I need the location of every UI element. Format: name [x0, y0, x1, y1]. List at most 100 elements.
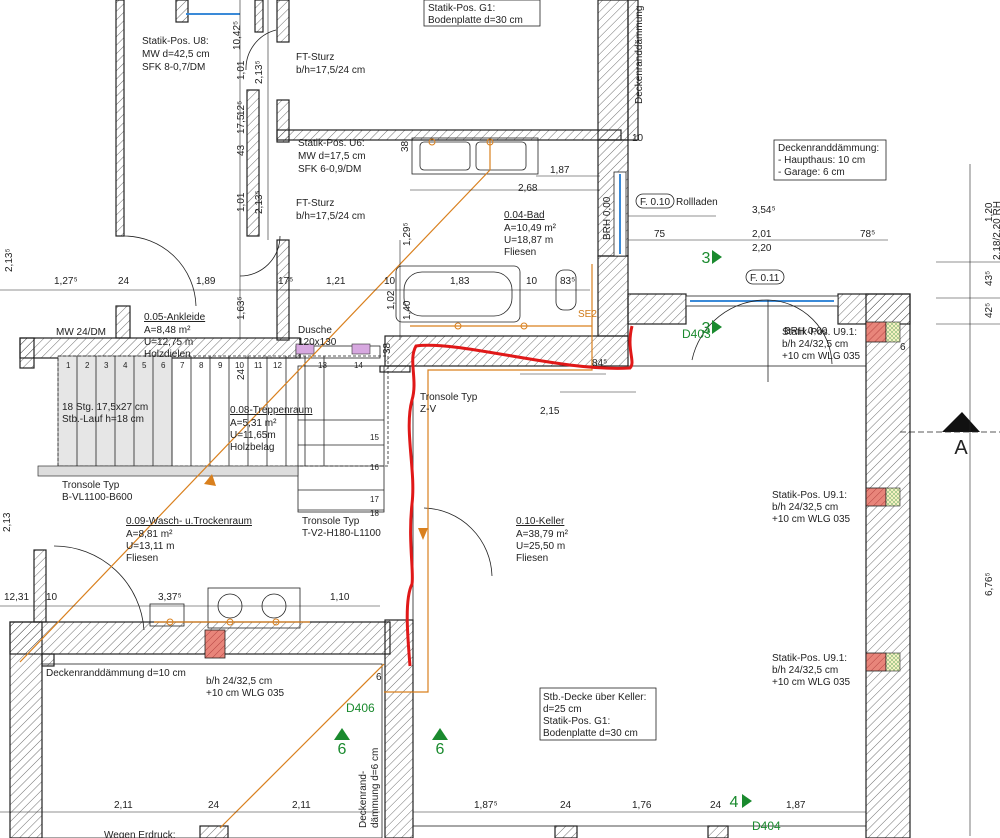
dim-75: 75 — [654, 229, 666, 240]
dim-354: 3,54⁵ — [752, 205, 776, 216]
wall-u6-col — [276, 0, 290, 43]
statik-u91-a1: Statik-Pos. U9.1: — [782, 327, 857, 338]
keller-outline — [412, 365, 867, 827]
statik-u8-line3: SFK 8-0,7/DM — [142, 62, 205, 73]
ft-sturz-2a: FT-Sturz — [296, 198, 334, 209]
dim-43: 43 — [236, 144, 247, 156]
statik-u91-a2: b/h 24/32,5 cm — [782, 339, 848, 350]
section-6a: 6 — [338, 741, 347, 758]
f010-tag — [635, 193, 675, 209]
dim-175: 17,5 — [236, 114, 247, 134]
step-6: 6 — [161, 361, 166, 370]
wall-u8 — [246, 89, 260, 237]
room-wasch-perim: U=13,11 m — [126, 541, 174, 552]
step-12: 12 — [273, 361, 282, 370]
dim-38b: 38 — [382, 342, 393, 354]
room-ankleide-name: 0.05-Ankleide — [144, 312, 206, 323]
dim-10c: 10 — [526, 276, 538, 287]
staircase — [37, 343, 389, 513]
dim-24e: 24 — [710, 800, 722, 811]
wall-keller-top-l — [627, 293, 687, 325]
door-swing-top — [245, 29, 277, 71]
room-treppen-name: 0.08-Treppenraum — [230, 405, 312, 416]
step-2: 2 — [85, 361, 90, 370]
dim-187c: 1,87 — [786, 800, 806, 811]
section-3b: 3 — [702, 320, 711, 337]
statik-u8-line1: Statik-Pos. U8: — [142, 36, 209, 47]
dimension-texts: 10,42⁵ 1,01 2,13⁵ 17,5 12⁵ 43 38 1,01 2,… — [2, 21, 1000, 811]
stair-numbers: 1 2 3 4 5 6 7 8 9 10 11 12 13 14 15 16 1… — [66, 361, 379, 518]
step-5: 5 — [142, 361, 147, 370]
room-keller-area: A=38,79 m² — [516, 529, 569, 540]
door-d403: D403 — [682, 327, 711, 341]
section-3a: 3 — [702, 250, 711, 267]
statik-u91-c3: +10 cm WLG 035 — [772, 677, 851, 688]
door-swing-d403b — [767, 299, 833, 365]
deckenrand-right-2: - Haupthaus: 10 cm — [778, 155, 865, 166]
dim-337: 3,37⁵ — [158, 592, 182, 603]
wash-sinks — [207, 587, 301, 629]
dim-213a: 2,13⁵ — [254, 60, 265, 84]
dim-101a: 1,01 — [236, 60, 247, 80]
room-bad-name: 0.04-Bad — [504, 210, 545, 221]
statik-u91-b3: +10 cm WLG 035 — [772, 514, 851, 525]
wall-ankleide — [115, 305, 131, 339]
dim-213d: 2,13 — [2, 512, 13, 532]
deckenrand-box — [773, 139, 887, 181]
dim-10: 10 — [632, 133, 644, 144]
dim-17: 17⁵ — [278, 276, 293, 287]
sturz-bottom-2: +10 cm WLG 035 — [206, 688, 285, 699]
dim-24a: 24 — [118, 276, 130, 287]
dusche-2: 120x130 — [298, 337, 337, 348]
se2-label: SE2 — [578, 309, 597, 320]
deckenrand-vertical: Deckenranddämmung — [634, 6, 645, 104]
tronsole-1a: Tronsole Typ — [62, 480, 120, 491]
wall-keller-right — [865, 293, 911, 838]
deckenrand-right-3: - Garage: 6 cm — [778, 167, 845, 178]
deckenrand-bottom: Deckenranddämmung d=10 cm — [46, 668, 186, 679]
dim-187: 1,87 — [550, 165, 570, 176]
statik-u8-line2: MW d=42,5 cm — [142, 49, 210, 60]
dim-189: 1,89 — [196, 276, 216, 287]
dim-110: 1,10 — [330, 592, 350, 603]
wall-right-vert-top — [597, 0, 629, 141]
wall-wasch-top — [9, 621, 391, 655]
wall-bottom-mid — [199, 825, 229, 838]
dim-676: 6,76⁵ — [984, 572, 995, 596]
dim-6b: 6 — [376, 672, 382, 683]
stb-decke-2: d=25 cm — [543, 704, 582, 715]
walls — [9, 0, 911, 838]
dim-140: 1,40 — [402, 300, 413, 320]
tronsole-2b: T-V2-H180-L1100 — [302, 528, 381, 539]
deckenrand-right-1: Deckenranddämmung: — [778, 143, 879, 154]
room-ankleide-area: A=8,48 m² — [144, 325, 191, 336]
step-8: 8 — [199, 361, 204, 370]
dim-101b: 1,01 — [236, 192, 247, 212]
wall-top-left-a — [115, 0, 125, 237]
tronsole-1b: B-VL1100-B600 — [62, 492, 133, 503]
wall-stair-right — [379, 365, 411, 373]
dim-24b: 24 — [236, 368, 247, 380]
door-d406: D406 — [346, 701, 375, 715]
dim-211a: 2,11 — [114, 800, 133, 811]
step-11: 11 — [254, 361, 263, 370]
dim-84: 84⁵ — [592, 358, 607, 369]
statik-g1-top-box — [423, 0, 541, 27]
door-swing-wasch — [53, 545, 145, 631]
bathtub — [395, 265, 521, 323]
red-markup-line — [405, 325, 634, 667]
dim-213c: 2,13⁵ — [4, 248, 15, 272]
wall-left-stub — [19, 337, 35, 369]
dim-43b: 43⁵ — [984, 271, 995, 286]
room-keller-floor: Fliesen — [516, 553, 548, 564]
room-treppen-area: A=5,31 m² — [230, 418, 277, 429]
statik-u91-c2: b/h 24/32,5 cm — [772, 665, 838, 676]
wall-bottom-inner — [41, 653, 55, 667]
step-16: 16 — [370, 463, 379, 472]
dim-125: 12⁵ — [236, 101, 247, 116]
window-f010-label: F. 0.10 — [640, 197, 670, 208]
dim-215: 2,15 — [540, 406, 560, 417]
dim-10b: 10 — [384, 276, 396, 287]
dim-213b: 2,13⁵ — [254, 190, 265, 214]
